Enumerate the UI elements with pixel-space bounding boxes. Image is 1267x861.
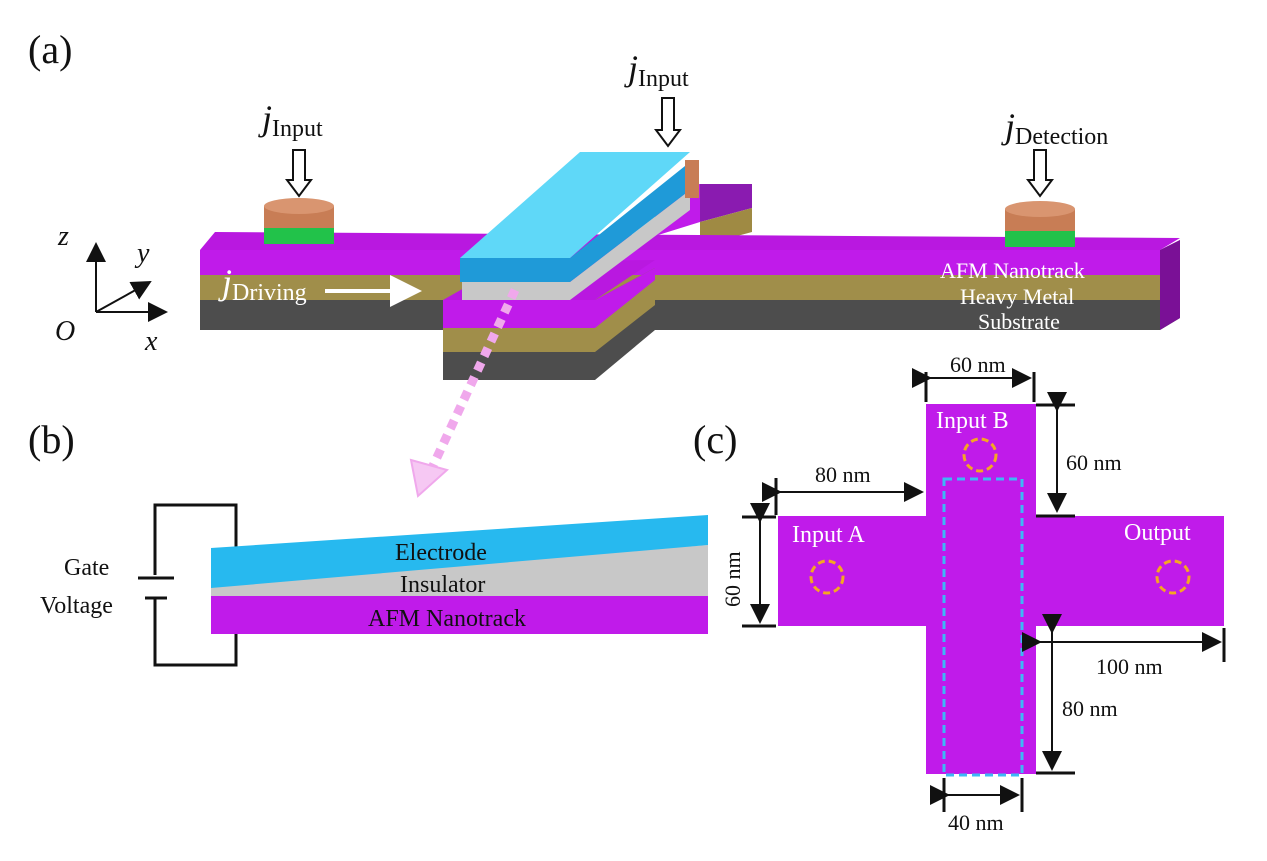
input-mid-arrow [654, 97, 682, 148]
gate-circuit [138, 503, 238, 667]
gate-channel-outline [942, 477, 1024, 777]
insulator-label: Insulator [400, 572, 485, 598]
detection-contact [1005, 201, 1075, 247]
substrate-label: Substrate [978, 309, 1060, 334]
j-input-mid-label: jInput [624, 48, 689, 92]
x-axis-label: x [144, 326, 158, 357]
panel-c-label: (c) [693, 417, 737, 462]
track-end-face [1160, 240, 1180, 330]
z-axis-label: z [57, 221, 69, 252]
front-arm-afm [443, 268, 655, 328]
left-contact [264, 198, 334, 244]
y-axis-label: y [134, 238, 150, 269]
j-input-left-label: jInput [258, 98, 323, 142]
dim-top-width-label: 60 nm [950, 352, 1006, 377]
pointer-arrow [427, 288, 520, 470]
voltage-label: Voltage [40, 593, 113, 619]
input-b-detector [962, 437, 998, 473]
afm-layer-label: AFM Nanotrack [940, 258, 1085, 283]
dim-channel-label: 40 nm [948, 810, 1004, 835]
electrode-bar-side [460, 162, 690, 282]
afm-strip-label: AFM Nanotrack [368, 606, 526, 632]
origin-label: O [55, 316, 75, 347]
input-a-label: Input A [792, 522, 865, 548]
afm-strip [211, 596, 708, 634]
cross-structure [778, 404, 1224, 777]
j-driving-label: jDriving [218, 262, 307, 306]
dim-top-height-label: 60 nm [1066, 450, 1122, 475]
input-left-arrow [285, 149, 313, 198]
gate-label: Gate [64, 555, 109, 581]
gate-stack [211, 515, 708, 634]
cross-horizontal-bar [778, 516, 1224, 626]
detection-arrow [1026, 149, 1054, 198]
output-detector [1155, 559, 1191, 595]
electrode-bar-top [460, 152, 690, 258]
mid-contact [685, 160, 699, 198]
input-b-label: Input B [936, 408, 1009, 434]
input-a-detector [809, 559, 845, 595]
device-3d: AFM Nanotrack Heavy Metal Substrate [200, 152, 1180, 380]
dim-bottom-height-label: 80 nm [1062, 696, 1118, 721]
y-axis [95, 281, 152, 313]
coordinate-axes: z y x O [55, 221, 168, 357]
heavy-metal-layer [200, 265, 1180, 300]
dim-left-height-label: 60 nm [720, 551, 745, 607]
panel-a-label: (a) [28, 27, 72, 72]
afm-top-surface [200, 232, 1180, 250]
afm-layer [200, 240, 1180, 275]
j-detection-label: jDetection [1001, 106, 1108, 150]
output-label: Output [1124, 520, 1191, 546]
electrode-wedge [211, 515, 708, 588]
electrode-label: Electrode [395, 540, 487, 566]
dimensions [742, 368, 1226, 812]
dim-right-arm-label: 100 nm [1096, 654, 1163, 679]
panel-b-label: (b) [28, 417, 75, 462]
heavy-metal-label: Heavy Metal [960, 284, 1074, 309]
dim-left-arm-label: 80 nm [815, 462, 871, 487]
insulator-wedge [211, 545, 708, 596]
insulator-bar [462, 190, 690, 300]
pointer-arrowhead [409, 458, 450, 498]
